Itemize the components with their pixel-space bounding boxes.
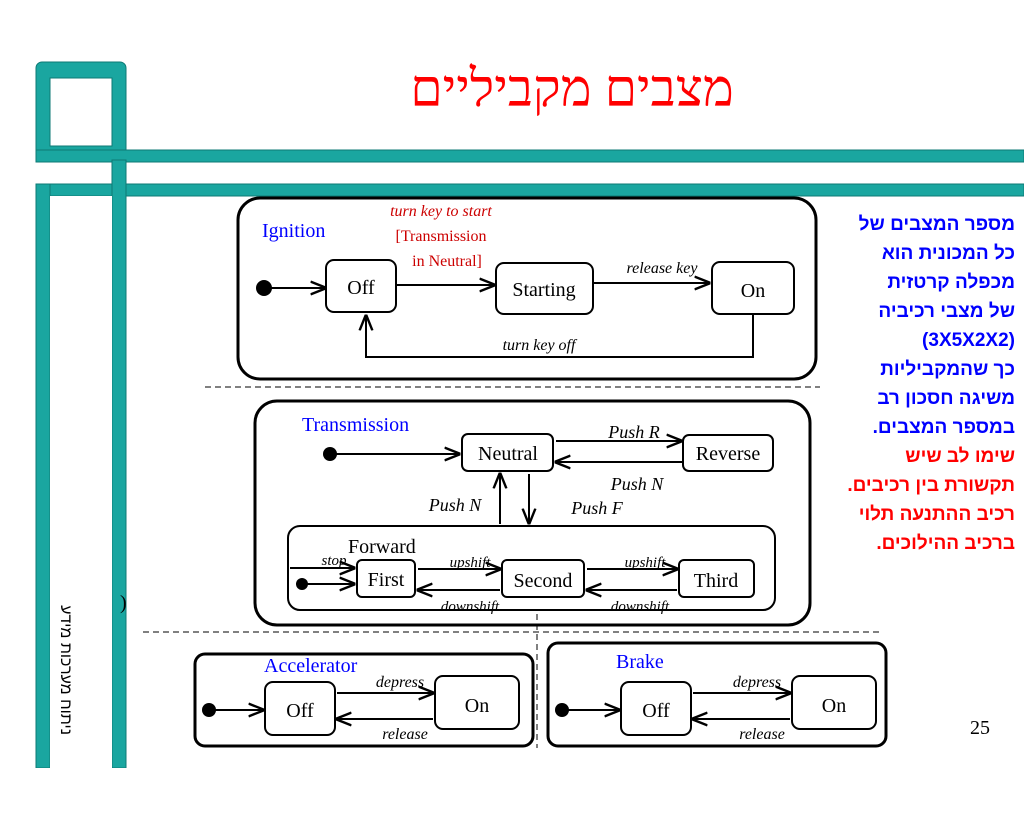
explanation-line: שימו לב שיש	[905, 446, 1015, 467]
brake-state-on	[791, 675, 877, 730]
transmission-push-f-event: Push F	[570, 498, 624, 518]
ignition-state-off-label: Off	[347, 277, 375, 299]
explanation-line: משיגה חסכון רב	[877, 388, 1015, 409]
slide-title: מצבים מקביליים	[410, 61, 734, 118]
transmission-push-r-event: Push R	[607, 422, 660, 442]
forward-state-third-label: Third	[694, 570, 738, 592]
forward-label: Forward	[348, 536, 416, 558]
ignition-release-event: release key	[627, 260, 699, 277]
forward-downshift-1-event: downshift	[441, 599, 500, 615]
forward-state-second-label: Second	[514, 570, 573, 592]
forward-downshift-2-event: downshift	[611, 599, 670, 615]
ignition-state-on-label: On	[741, 280, 765, 302]
explanation-line: במספר המצבים.	[872, 417, 1015, 438]
ignition-state-starting	[495, 262, 594, 315]
forward-state-first	[356, 559, 416, 598]
accelerator-label: Accelerator	[264, 655, 358, 677]
ignition-arrow-on-off	[366, 315, 754, 358]
accelerator-region	[193, 652, 535, 748]
ignition-state-starting-label: Starting	[512, 279, 575, 301]
ignition-start-guard-line1: [Transmission	[396, 228, 487, 245]
forward-upshift-2-event: upshift	[625, 555, 667, 571]
transmission-state-neutral	[461, 433, 554, 472]
explanation-line: מספר המצבים של	[858, 214, 1015, 235]
ignition-state-off	[325, 259, 397, 313]
transmission-label: Transmission	[302, 414, 409, 436]
accelerator-state-on	[434, 675, 520, 730]
transmission-state-reverse-label: Reverse	[696, 443, 761, 465]
explanation-line: של מצבי רכיביה	[878, 301, 1015, 322]
ignition-turn-off-event: turn key off	[503, 337, 578, 354]
brake-release-event: release	[739, 726, 785, 743]
statechart-diagram: Ignition turn key to start [Transmission…	[143, 196, 888, 748]
brake-state-off	[620, 681, 692, 736]
transmission-region	[253, 399, 812, 627]
explanation-text: מספר המצבים של כל המכונית הוא מכפלה קרטז…	[800, 210, 1015, 558]
frame-side-panel	[50, 196, 112, 768]
forward-state-first-label: First	[368, 569, 405, 591]
explanation-line: כך שהמקביליות	[880, 359, 1015, 380]
transmission-state-neutral-label: Neutral	[478, 443, 538, 465]
slide-frame	[35, 61, 1024, 768]
brake-depress-event: depress	[733, 674, 781, 691]
ignition-region	[236, 196, 818, 381]
ignition-start-guard-line2: in Neutral]	[412, 253, 482, 270]
accelerator-state-off-label: Off	[286, 700, 314, 722]
transmission-state-reverse	[682, 434, 774, 472]
side-paren: )	[120, 592, 127, 614]
explanation-line: תקשורת בין רכיבים.	[847, 475, 1015, 496]
ignition-label: Ignition	[262, 220, 325, 242]
frame-top-bar	[35, 149, 1024, 163]
explanation-line: (3X5X2X2)	[922, 330, 1015, 351]
brake-state-on-label: On	[822, 695, 846, 717]
accelerator-release-event: release	[382, 726, 428, 743]
forward-state-second	[501, 559, 585, 598]
transmission-push-n-right-event: Push N	[610, 474, 665, 494]
forward-state-third	[678, 559, 755, 598]
brake-region	[546, 641, 888, 748]
frame-corner-hole	[49, 77, 113, 147]
brake-label: Brake	[616, 651, 664, 673]
forward-upshift-1-event: upshift	[450, 555, 492, 571]
accelerator-state-off	[264, 681, 336, 736]
explanation-line: מכפלה קרטזית	[887, 272, 1015, 293]
accelerator-depress-event: depress	[376, 674, 424, 691]
explanation-line: רכיב ההתנעה תלוי	[858, 504, 1015, 525]
forward-stop-event: stop	[321, 553, 347, 569]
brake-state-off-label: Off	[642, 700, 670, 722]
page-number: 25	[970, 717, 990, 739]
ignition-start-event-line1: turn key to start	[390, 203, 492, 220]
ignition-state-on	[711, 261, 795, 315]
transmission-push-n-left-event: Push N	[428, 495, 483, 515]
explanation-line: ברכיב ההילוכים.	[876, 533, 1015, 554]
accelerator-state-on-label: On	[465, 695, 489, 717]
explanation-line: כל המכונית הוא	[881, 243, 1015, 264]
